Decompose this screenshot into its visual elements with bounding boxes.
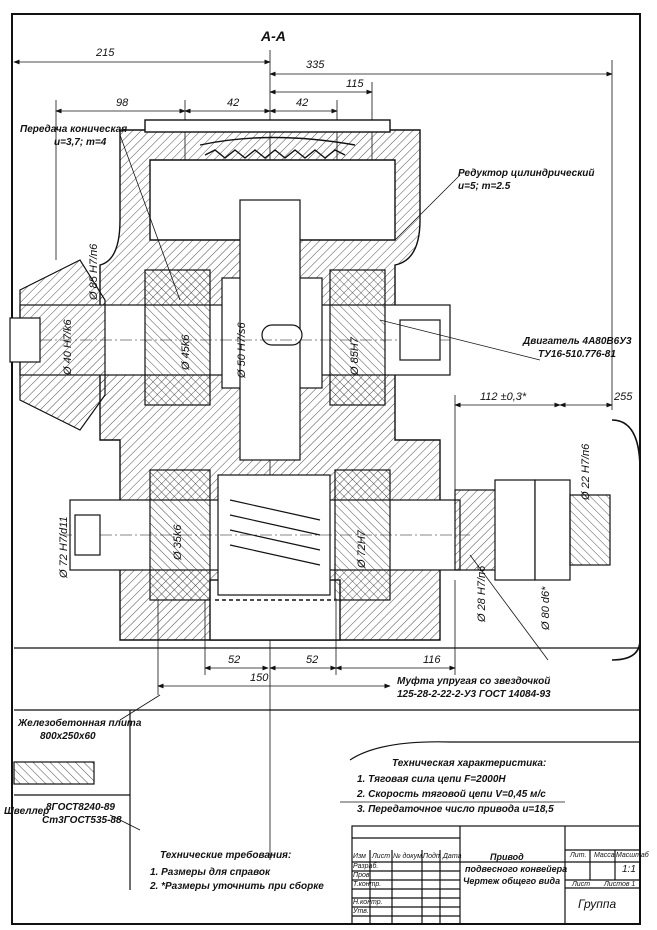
bottom-dimensions — [157, 580, 456, 695]
motor-spec: ТУ16-510.776-81 — [538, 349, 616, 360]
slab-size: 800x250x60 — [40, 731, 96, 742]
tb-title-line: подвесного конвейера — [465, 864, 568, 874]
tech-req-heading: Технические требования: — [160, 850, 292, 861]
channel-spec-bottom: Ст3ГОСТ535-88 — [42, 815, 122, 826]
section-title: А-А — [261, 28, 286, 44]
channel-label: Швеллер — [4, 806, 50, 817]
tb-header: Изм — [353, 853, 366, 860]
reducer-params: u=5; m=2.5 — [458, 181, 511, 192]
dim-42-left: 42 — [227, 97, 240, 109]
bevel-gear — [9, 259, 106, 431]
dia-50: Ø 50 H7/s6 — [236, 322, 248, 378]
tb-header: Дата — [443, 853, 462, 860]
tech-req-item: 1. Размеры для справок — [150, 867, 271, 878]
dim-115: 115 — [346, 78, 364, 90]
dim-116: 116 — [423, 654, 441, 666]
tb-title-line: Привод — [490, 852, 524, 862]
dia-72-right: Ø 72H7 — [356, 530, 368, 568]
tb-header: Лист — [372, 853, 391, 860]
dim-215: 215 — [96, 47, 115, 59]
tb-org: Группа — [578, 897, 617, 911]
dim-42-right: 42 — [296, 97, 309, 109]
dia-22: Ø 22 H7/п6 — [580, 443, 592, 500]
coupling-title: Муфта упругая со звездочкой — [397, 676, 551, 687]
dim-112: 112 ±0,3* — [480, 391, 527, 403]
dia-45: Ø 45k6 — [180, 334, 192, 370]
tb-role: Пров. — [353, 872, 372, 879]
tech-req-item: 2. *Размеры уточнить при сборке — [150, 881, 324, 892]
tb-sheet: Лист — [572, 881, 591, 888]
dia-85h7: Ø 85H7 — [349, 337, 361, 375]
tb-role: Разраб. — [353, 863, 379, 870]
channel-spec-top: 8ГОСТ8240-89 — [46, 802, 115, 813]
leader-lines — [109, 134, 565, 831]
tech-char-item: 2. Скорость тяговой цепи V=0,45 м/с — [357, 789, 546, 800]
bevel-gear-title: Передача коническая — [20, 124, 128, 135]
tb-header: № докум. — [393, 853, 424, 860]
motor-title: Двигатель 4А80В6У3 — [523, 336, 632, 347]
tb-sheets: Листов 1 — [604, 881, 636, 888]
dia-85: Ø 85 H7/п6 — [88, 243, 100, 300]
dia-35: Ø 35k6 — [172, 524, 184, 560]
output-shaft — [60, 469, 470, 601]
dim-52-left: 52 — [228, 654, 241, 666]
title-block — [351, 825, 641, 925]
slab-title: Железобетонная плита — [18, 718, 142, 729]
dim-150: 150 — [250, 672, 269, 684]
bevel-gear-params: u=3,7; m=4 — [54, 137, 107, 148]
tb-col-mass: Масса — [594, 852, 615, 859]
coupling — [454, 419, 641, 661]
coupling-spec: 125-28-2-22-2-У3 ГОСТ 14084-93 — [397, 689, 551, 700]
dim-255: 255 — [614, 391, 633, 403]
dia-28: Ø 28 H7/п6 — [476, 565, 488, 622]
dim-98: 98 — [116, 97, 129, 109]
dia-40: Ø 40 H7/k6 — [62, 319, 74, 375]
dim-335: 335 — [306, 59, 325, 71]
tb-role: Т.контр. — [353, 881, 382, 888]
reducer-title: Редуктор цилиндрический — [458, 168, 595, 179]
dim-52-right: 52 — [306, 654, 319, 666]
dia-72-left: Ø 72 H7/d11 — [58, 516, 70, 578]
tb-header: Подп. — [423, 853, 442, 860]
tech-char-item: 1. Тяговая сила цепи F=2000Н — [357, 774, 506, 785]
tb-col-lit: Лит. — [570, 852, 587, 859]
tb-col-scale: Масштаб — [616, 852, 649, 859]
tb-role: Н.контр. — [353, 899, 383, 906]
tb-title-line: Чертеж общего вида — [463, 876, 561, 886]
base-frame — [13, 647, 640, 890]
tech-char-heading: Техническая характеристика: — [392, 758, 547, 769]
tech-char-item: 3. Передаточное число привода u=18,5 — [357, 804, 554, 815]
dia-80: Ø 80 d6* — [540, 586, 552, 630]
tb-role: Утв. — [353, 908, 369, 915]
tb-scale: 1:1 — [622, 864, 636, 875]
